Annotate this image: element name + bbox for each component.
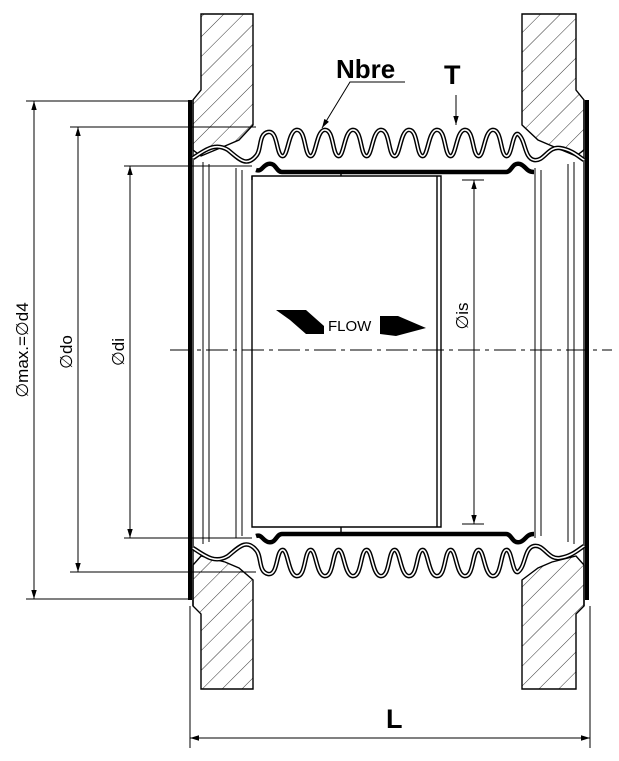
flow-label: FLOW <box>328 318 372 335</box>
extension-lines <box>26 100 591 748</box>
left-flange <box>188 13 254 690</box>
length-label: L <box>386 704 403 734</box>
max-diameter-label: ∅max.=∅d4 <box>13 302 32 397</box>
inner-tube <box>202 162 575 544</box>
inner-sleeve <box>251 170 442 536</box>
top-bellows <box>191 127 586 175</box>
bellows-material-label: Nbre <box>336 54 395 84</box>
leader-lines <box>321 81 459 129</box>
dimension-lines <box>31 101 590 741</box>
thickness-label: T <box>444 60 461 90</box>
flow-arrow-icon: FLOW <box>276 310 426 336</box>
sleeve-diameter-label: ∅is <box>453 302 472 329</box>
bottom-bellows <box>191 531 586 579</box>
right-flange <box>521 13 589 690</box>
inner-diameter-label: ∅di <box>109 338 128 366</box>
outer-diameter-label: ∅do <box>57 335 76 369</box>
